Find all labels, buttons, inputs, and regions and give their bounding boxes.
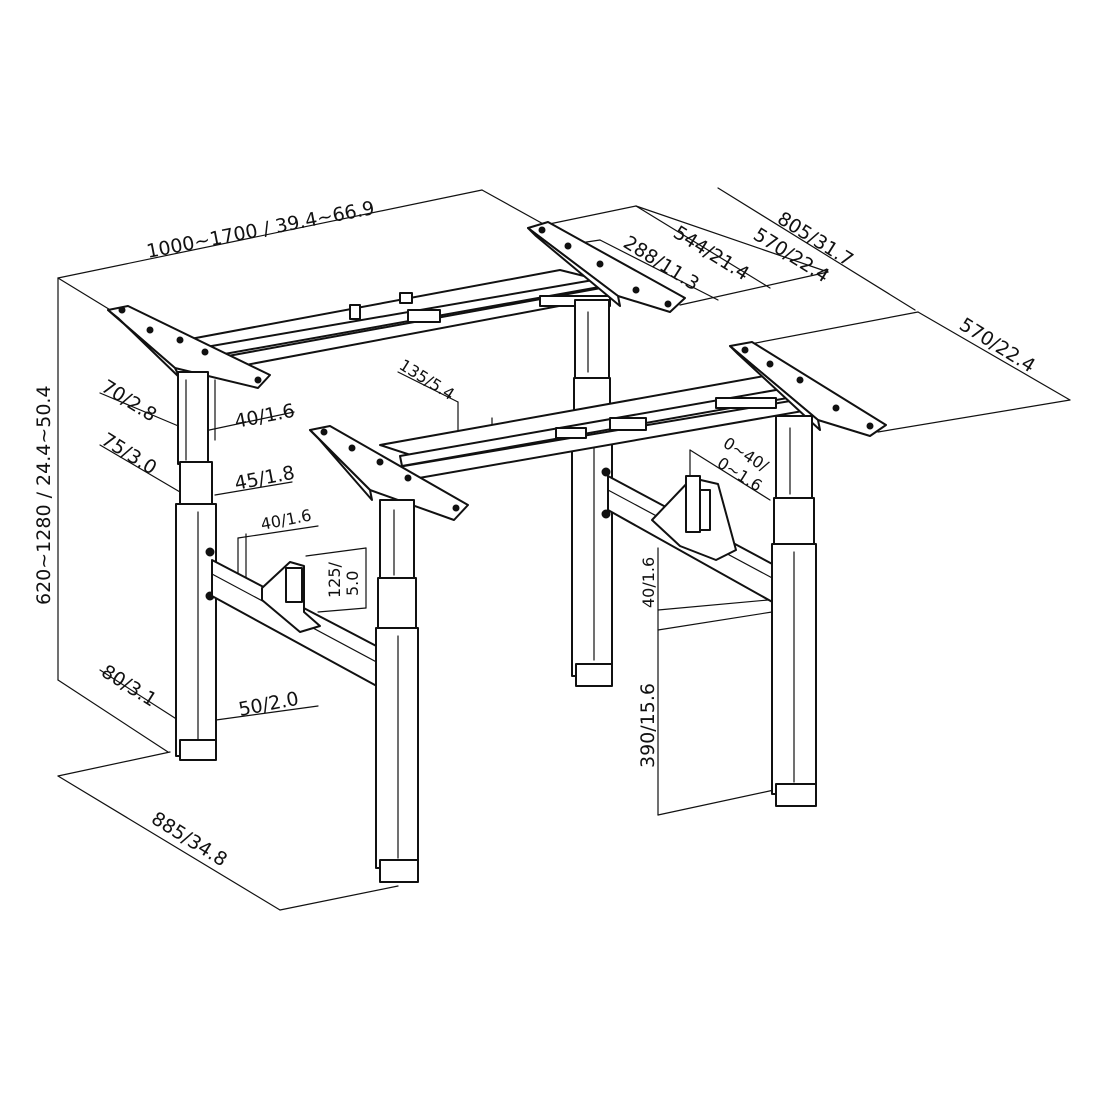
front-right-top-bracket <box>729 341 887 437</box>
foot-50-label: 50/2.0 <box>237 688 301 721</box>
overall-depth-label: 885/34.8 <box>147 808 231 872</box>
foot-80-label: 80/3.1 <box>97 661 160 712</box>
overall-height-label: 620~1280 / 24.4~50.4 <box>33 385 55 605</box>
front-right-leg <box>771 415 817 807</box>
cross-390-label: 390/15.6 <box>637 683 659 768</box>
back-right-top-bracket <box>527 221 686 313</box>
leg-70-label: 70/2.8 <box>97 376 160 427</box>
leg-45-label: 45/1.8 <box>233 462 297 495</box>
bracket-40-label: 40/1.6 <box>259 506 313 534</box>
depth-570-right-label: 570/22.4 <box>955 314 1039 378</box>
cross-40-label: 40/1.6 <box>639 557 658 608</box>
leg-40-label: 40/1.6 <box>233 400 297 433</box>
right-cross-bar <box>607 475 777 605</box>
bracket-125-label-line1: 125/ <box>325 561 344 598</box>
front-left-top-bracket <box>309 425 469 521</box>
back-right-leg <box>571 299 613 687</box>
back-left-leg <box>175 371 217 761</box>
beam-135-label: 135/5.4 <box>396 355 458 404</box>
bracket-125-label-line2: 5.0 <box>343 571 362 596</box>
overall-width-label: 1000~1700 / 39.4~66.9 <box>145 197 377 263</box>
leg-75-label: 75/3.0 <box>97 429 160 480</box>
front-left-leg <box>375 499 419 883</box>
back-beam <box>184 269 613 375</box>
